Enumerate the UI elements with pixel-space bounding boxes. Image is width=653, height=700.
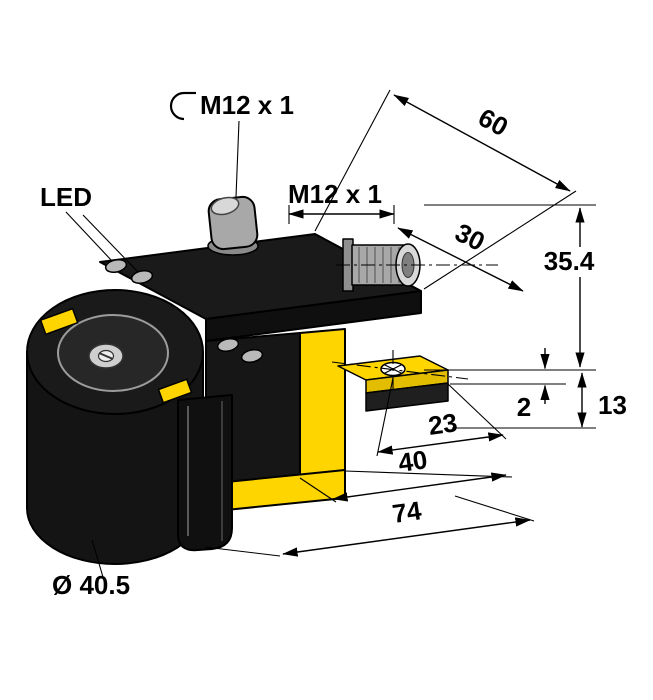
led-label: LED	[40, 182, 92, 212]
position-marker	[157, 378, 193, 404]
thread-side-label: M12 x 1	[288, 179, 382, 209]
extension-line	[454, 495, 535, 522]
dim-text-mask	[537, 247, 601, 277]
dimension-thread-top: M12 x 1	[169, 90, 294, 198]
dim-13-label: 13	[598, 390, 627, 420]
extension-line	[447, 383, 507, 440]
dimension-40: 40	[299, 444, 513, 503]
dimension-thread-side: M12 x 1	[288, 179, 395, 224]
extension-line	[204, 546, 281, 557]
front-bracket	[177, 394, 233, 552]
label-led: LED	[40, 182, 139, 273]
dim-74-label: 74	[390, 495, 423, 529]
diameter-label: Ø 40.5	[52, 570, 130, 600]
dim-40-label: 40	[396, 444, 429, 478]
label-diameter: Ø 40.5	[52, 539, 130, 600]
sensor-device	[26, 195, 498, 565]
bracket-foot	[365, 382, 449, 412]
thread-top-label: M12 x 1	[200, 90, 294, 120]
dimension-13: 13	[452, 372, 627, 429]
led-indicator	[104, 258, 128, 274]
sensor-cylinder	[26, 289, 204, 565]
dimension-line	[377, 432, 504, 455]
leader-line	[65, 211, 113, 262]
dimension-line	[282, 517, 531, 557]
dimension-annotations: M12 x 1 60 M12 x 1 30 35.4	[40, 89, 627, 600]
leader-line	[82, 214, 139, 273]
leader-line	[91, 539, 104, 578]
hole-centerline	[331, 361, 469, 380]
dimension-line	[332, 472, 507, 502]
led-indicator	[240, 348, 264, 364]
dim-35-4-label: 35.4	[544, 246, 595, 276]
dimension-line	[393, 94, 571, 192]
screw-slot	[98, 352, 114, 360]
front-bracket-body	[177, 394, 233, 552]
dimension-2: 2	[450, 348, 566, 422]
dimension-74: 74	[204, 495, 535, 557]
extension-line	[299, 477, 337, 503]
led-indicators	[104, 258, 264, 364]
dimension-line	[397, 227, 524, 292]
housing-side-face-yellow	[299, 328, 346, 477]
dim-2-label: 2	[517, 392, 531, 422]
thread-symbol-icon	[169, 91, 185, 121]
housing-head-front-face	[205, 290, 422, 342]
dimension-35-4: 35.4	[424, 204, 601, 371]
dimension-23: 23	[376, 377, 507, 457]
extension-line	[314, 89, 391, 232]
m12-connector-top	[207, 195, 259, 256]
led-indicator	[130, 269, 154, 285]
dim-23-label: 23	[426, 407, 459, 441]
position-marker	[39, 307, 79, 336]
leader-line	[235, 120, 240, 198]
led-indicator	[216, 337, 240, 353]
connector-top-cap	[210, 196, 240, 216]
